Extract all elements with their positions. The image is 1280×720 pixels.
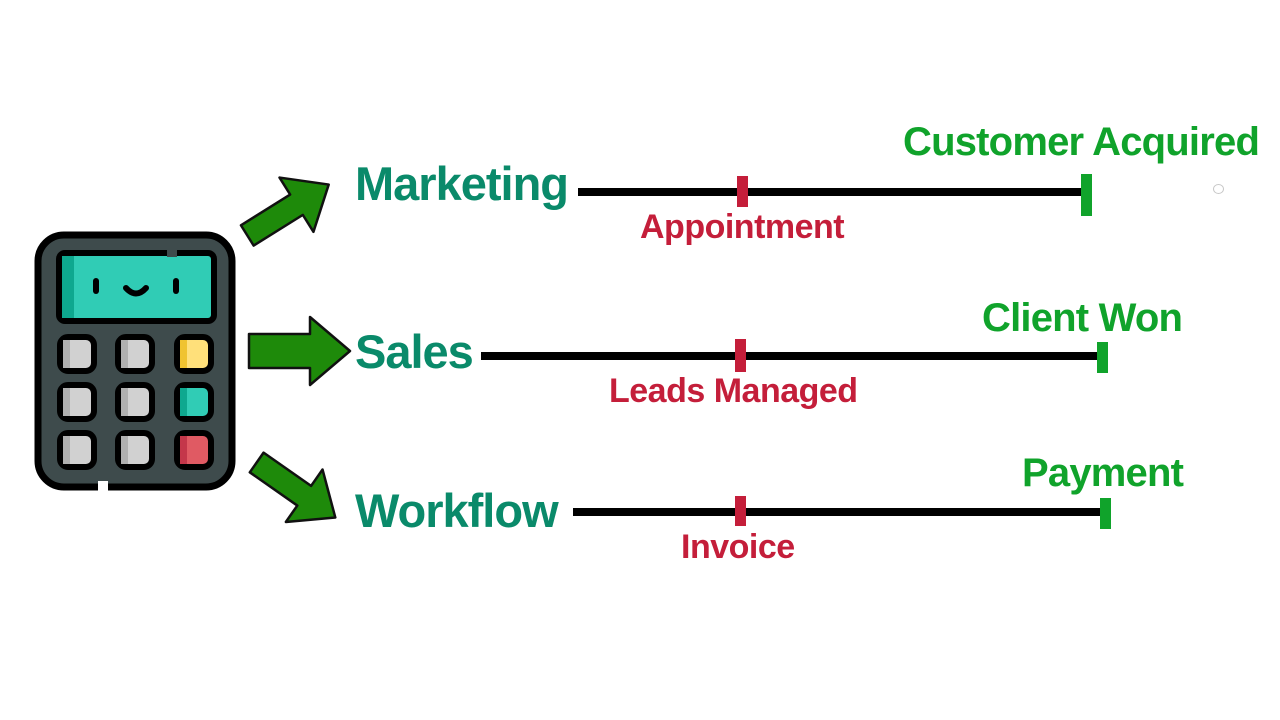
category-label-workflow: Workflow — [355, 484, 559, 537]
category-label-sales: Sales — [355, 325, 474, 378]
calculator-icon — [34, 231, 236, 491]
end-milestone-marker — [1081, 174, 1092, 216]
mid-milestone-label-appointment: Appointment — [640, 208, 845, 246]
end-milestone-marker — [1100, 498, 1111, 529]
timeline-marketing — [578, 188, 1086, 196]
timeline-sales — [481, 352, 1102, 360]
timeline-workflow — [573, 508, 1106, 516]
end-milestone-marker — [1097, 342, 1108, 373]
arrow-up-right-icon — [239, 176, 330, 247]
mid-milestone-marker — [735, 496, 746, 526]
mid-milestone-marker — [735, 339, 746, 372]
arrow-down-right-icon — [248, 451, 337, 524]
arrow-right-icon — [247, 315, 352, 387]
category-label-marketing: Marketing — [355, 157, 569, 210]
mid-milestone-marker — [737, 176, 748, 207]
mid-milestone-label-invoice: Invoice — [681, 528, 795, 566]
mid-milestone-label-leads-managed: Leads Managed — [609, 372, 858, 410]
small-circle-icon — [1213, 184, 1224, 194]
end-milestone-label-customer-acquired: Customer Acquired — [903, 120, 1260, 164]
end-milestone-label-client-won: Client Won — [982, 296, 1183, 340]
end-milestone-label-payment: Payment — [1022, 451, 1184, 495]
